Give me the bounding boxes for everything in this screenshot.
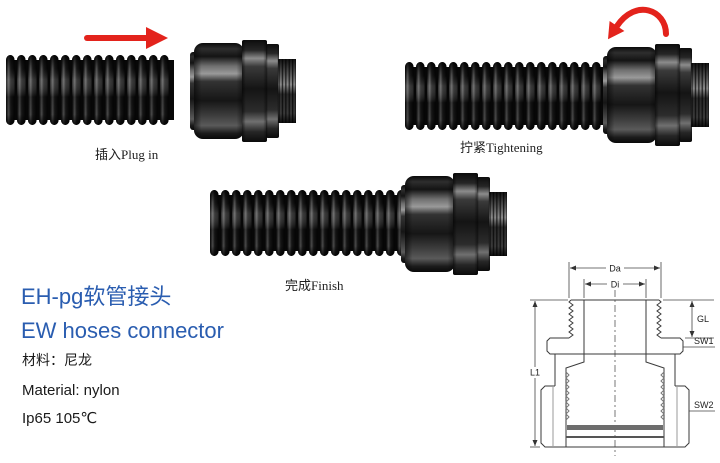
- di-label: Di: [611, 280, 620, 290]
- hose-ridge-shade: [482, 62, 491, 130]
- hose-ridge-shade: [276, 190, 285, 256]
- arrow-right-head: [146, 27, 168, 49]
- hose-ridge-shade: [6, 55, 15, 125]
- hose-ridge-shade: [581, 62, 590, 130]
- hose-ridge-shade: [386, 190, 395, 256]
- hose-ridge-shade: [138, 55, 147, 125]
- hose-ridge-shade: [221, 190, 230, 256]
- hose-ridge-shade: [160, 55, 169, 125]
- hose-ridge-shade: [309, 190, 318, 256]
- nut-sw2-faces: [552, 387, 678, 446]
- nut-sw2: [540, 385, 690, 448]
- hose-ridge-shade: [127, 55, 136, 125]
- hose-ridge-shade: [210, 190, 219, 256]
- hose-ridge-shade: [331, 190, 340, 256]
- bore-right: [645, 300, 665, 447]
- hose-ridge-shade: [232, 190, 241, 256]
- body-neck: [554, 354, 676, 386]
- outer-thread-left: [568, 299, 574, 339]
- hose-ridge-shade: [438, 62, 447, 130]
- hose-tightening: [405, 62, 612, 130]
- hose-ridge-shade: [61, 55, 70, 125]
- hose-ridge-shade: [559, 62, 568, 130]
- hose-ridge-shade: [526, 62, 535, 130]
- hose-ridge-shade: [548, 62, 557, 130]
- hose-ridge-shade: [471, 62, 480, 130]
- bore-left: [565, 300, 585, 447]
- hose-ridge-shade: [493, 62, 502, 130]
- hose-ridge-shade: [116, 55, 125, 125]
- arrow-right-icon: [84, 27, 168, 49]
- hose-ridge-shade: [364, 190, 373, 256]
- hose-ridge-shade: [592, 62, 601, 130]
- outer-thread-right: [656, 299, 662, 339]
- rotate-arrow-icon: [608, 6, 669, 40]
- hose-ridge-shade: [17, 55, 26, 125]
- hose-ridge-shade: [537, 62, 546, 130]
- hose-ridge-shade: [353, 190, 362, 256]
- product-title-en: EW hoses connector: [21, 318, 224, 343]
- hose-ridge-shade: [72, 55, 81, 125]
- technical-drawing: Da Di GL SW1 SW2 L1: [528, 262, 715, 456]
- sw2-label: SW2: [694, 400, 714, 410]
- l1-label-bg: [528, 367, 542, 378]
- hose-finish: [210, 190, 412, 256]
- hose-ridge-shade: [416, 62, 425, 130]
- hose-ridge-shade: [375, 190, 384, 256]
- hose-ridge-shade: [149, 55, 158, 125]
- hose-ridge-shade: [342, 190, 351, 256]
- hose-ridge-shade: [515, 62, 524, 130]
- da-label-bg: [606, 263, 624, 273]
- connector-finish: [401, 173, 507, 275]
- di-label-bg: [607, 279, 623, 289]
- hose-ridge-shade: [254, 190, 263, 256]
- hose-ridge-shade: [460, 62, 469, 130]
- rotate-arrow-arc: [614, 6, 669, 37]
- hose-ridge-shade: [28, 55, 37, 125]
- hose-ridge-shade: [50, 55, 59, 125]
- da-label: Da: [609, 264, 621, 274]
- step-caption-finish: 完成Finish: [285, 278, 344, 293]
- hose-ridge-shade: [83, 55, 92, 125]
- hose-ridge-shade: [570, 62, 579, 130]
- hose-ridge-shade: [287, 190, 296, 256]
- hose-plug-in: [6, 55, 174, 125]
- hose-ridge-shade: [427, 62, 436, 130]
- material-cn: 材料：尼龙: [22, 352, 92, 368]
- inner-thread-right: [660, 371, 665, 421]
- step-caption-plug-in: 插入Plug in: [95, 147, 159, 162]
- step-caption-tightening: 拧紧Tightening: [460, 140, 543, 155]
- connector-plug-in: [190, 40, 296, 142]
- hose-ridge-shade: [265, 190, 274, 256]
- hose-ridge-shade: [320, 190, 329, 256]
- protection-rating: Ip65 105℃: [22, 410, 98, 427]
- connector-tightening: [603, 44, 709, 146]
- rotate-arrow-head: [608, 21, 625, 40]
- l1-label: L1: [530, 368, 540, 378]
- hose-ridge-shade: [243, 190, 252, 256]
- inner-thread-left: [565, 371, 570, 421]
- gl-label: GL: [697, 314, 709, 324]
- material-en: Material: nylon: [22, 382, 120, 399]
- hose-ridge-shade: [39, 55, 48, 125]
- sw1-label: SW1: [694, 336, 714, 346]
- hose-ridge-shade: [405, 62, 414, 130]
- hose-ridge-shade: [298, 190, 307, 256]
- flange-sw1: [546, 337, 684, 355]
- seal-ring: [567, 425, 663, 430]
- product-title-cn: EH-pg软管接头: [21, 284, 172, 309]
- hose-ridge-shade: [504, 62, 513, 130]
- hose-ridge-shade: [94, 55, 103, 125]
- hose-ridge-shade: [449, 62, 458, 130]
- hose-ridge-shade: [105, 55, 114, 125]
